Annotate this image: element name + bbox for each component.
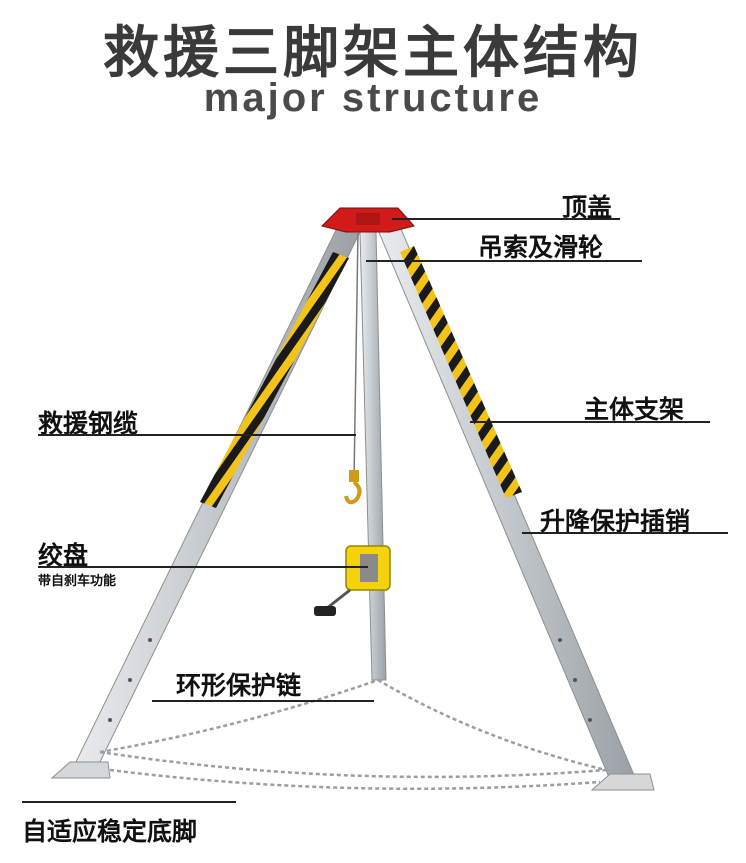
leader-rescue-cable bbox=[38, 434, 356, 436]
label-feet: 自适应稳定底脚 bbox=[22, 817, 198, 846]
leader-feet bbox=[22, 801, 236, 803]
leader-lift-pin bbox=[522, 532, 728, 534]
hook bbox=[344, 470, 362, 505]
label-main-frame: 主体支架 bbox=[584, 395, 685, 424]
label-rescue-cable: 救援钢缆 bbox=[38, 409, 139, 438]
label-winch-note: 带自刹车功能 bbox=[38, 574, 117, 589]
winch bbox=[314, 545, 391, 616]
top-cap bbox=[321, 207, 415, 233]
leader-winch bbox=[38, 566, 368, 568]
rescue-cable bbox=[353, 231, 359, 481]
page-subtitle: major structure bbox=[203, 76, 543, 120]
right-foot bbox=[590, 773, 655, 791]
left-foot bbox=[50, 761, 111, 779]
right-leg bbox=[377, 221, 635, 776]
leader-chain bbox=[152, 700, 374, 702]
leader-rope-pulley bbox=[366, 260, 642, 262]
label-lift-pin: 升降保护插销 bbox=[540, 507, 691, 536]
label-top-cap: 顶盖 bbox=[562, 193, 613, 222]
label-winch: 绞盘 bbox=[38, 541, 89, 570]
page-title: 救援三脚架主体结构 bbox=[103, 21, 643, 86]
center-leg bbox=[359, 231, 387, 681]
left-leg bbox=[71, 221, 361, 771]
protective-chain bbox=[99, 678, 607, 790]
leader-top-cap bbox=[392, 218, 620, 220]
leader-main-frame bbox=[470, 421, 710, 423]
label-chain: 环形保护链 bbox=[176, 671, 302, 700]
label-rope-pulley: 吊索及滑轮 bbox=[478, 233, 604, 262]
